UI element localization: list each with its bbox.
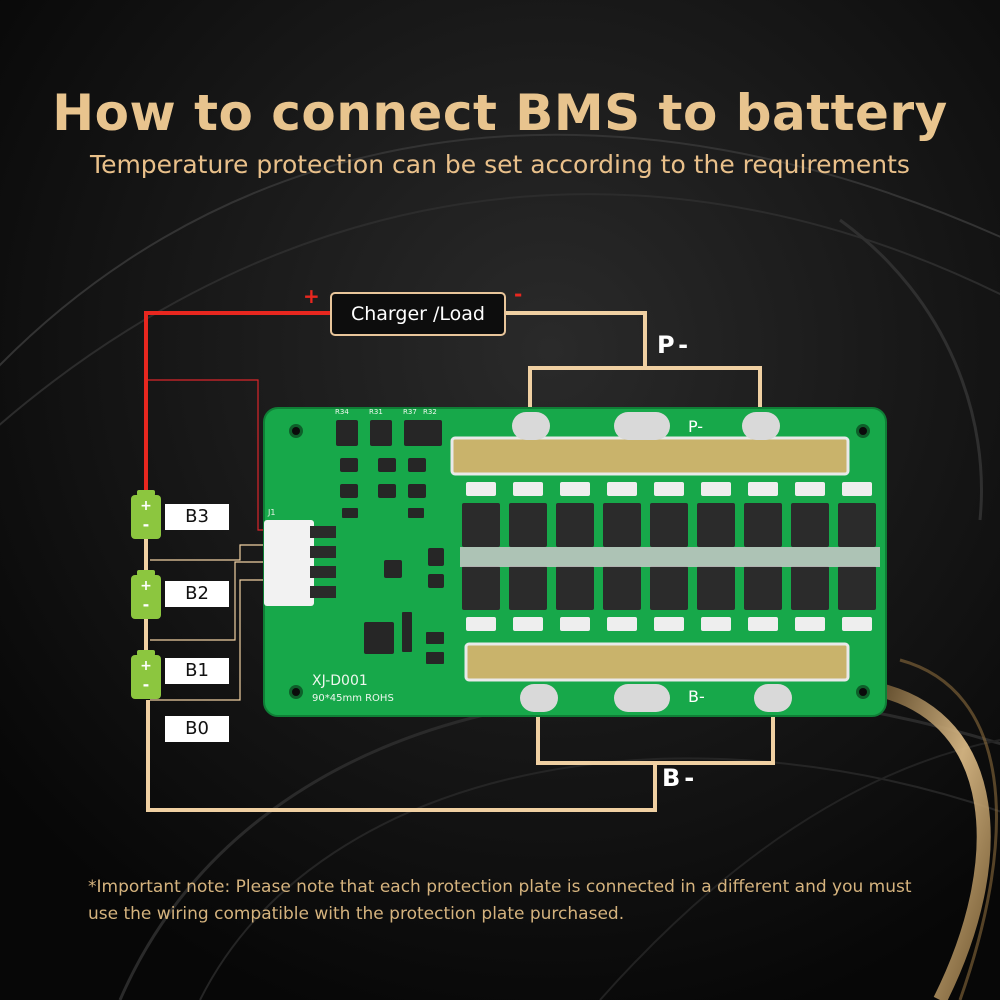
- battery-b2: + -: [131, 570, 161, 619]
- charger-load-box: Charger /Load: [330, 292, 506, 336]
- balance-label-b2: B2: [165, 581, 229, 607]
- svg-text:+: +: [140, 578, 152, 594]
- p-minus-label: P-: [657, 331, 693, 359]
- balance-connector: J1: [264, 508, 336, 606]
- page-subtitle: Temperature protection can be set accord…: [90, 150, 910, 179]
- b3-sense-wire: [148, 379, 266, 531]
- b-minus-label: B-: [662, 764, 699, 792]
- charger-minus-sign: -: [514, 282, 523, 306]
- charger-plus-sign: +: [303, 284, 320, 308]
- p-minus-wire: [502, 311, 647, 368]
- resistor-label-r31: R31: [369, 408, 383, 416]
- svg-text:+: +: [140, 498, 152, 514]
- connector-label: J1: [267, 508, 275, 517]
- board-model: XJ-D001: [312, 673, 368, 689]
- b2-sense-wire: [150, 544, 266, 561]
- mosfet-row-top: [462, 503, 876, 547]
- svg-text:-: -: [143, 595, 150, 614]
- svg-text:+: +: [140, 658, 152, 674]
- mosfet-row-bottom: [462, 566, 876, 610]
- battery-b3: + -: [131, 490, 161, 539]
- svg-text:-: -: [143, 515, 150, 534]
- balance-label-b3: B3: [165, 504, 229, 530]
- pad-label-p: P-: [688, 417, 703, 436]
- balance-label-b0: B0: [165, 716, 229, 742]
- important-note: *Important note: Please note that each p…: [88, 877, 912, 924]
- battery-b1: + -: [131, 650, 161, 699]
- bms-pcb: P- B-: [263, 407, 887, 717]
- svg-text:-: -: [143, 675, 150, 694]
- b0-main-wire: [146, 700, 657, 812]
- p-minus-bus: [528, 366, 762, 412]
- resistor-label-r32: R32: [423, 408, 437, 416]
- b0-sense-wire: [150, 579, 266, 701]
- balance-label-b1: B1: [165, 658, 229, 684]
- b1-sense-wire: [150, 561, 266, 641]
- positive-wire: [144, 311, 330, 490]
- page-title: How to connect BMS to battery: [52, 84, 948, 142]
- resistor-label-r34: R34: [335, 408, 349, 416]
- pad-label-b: B-: [688, 687, 705, 706]
- board-spec: 90*45mm ROHS: [312, 693, 394, 704]
- resistor-label-r37: R37: [403, 408, 417, 416]
